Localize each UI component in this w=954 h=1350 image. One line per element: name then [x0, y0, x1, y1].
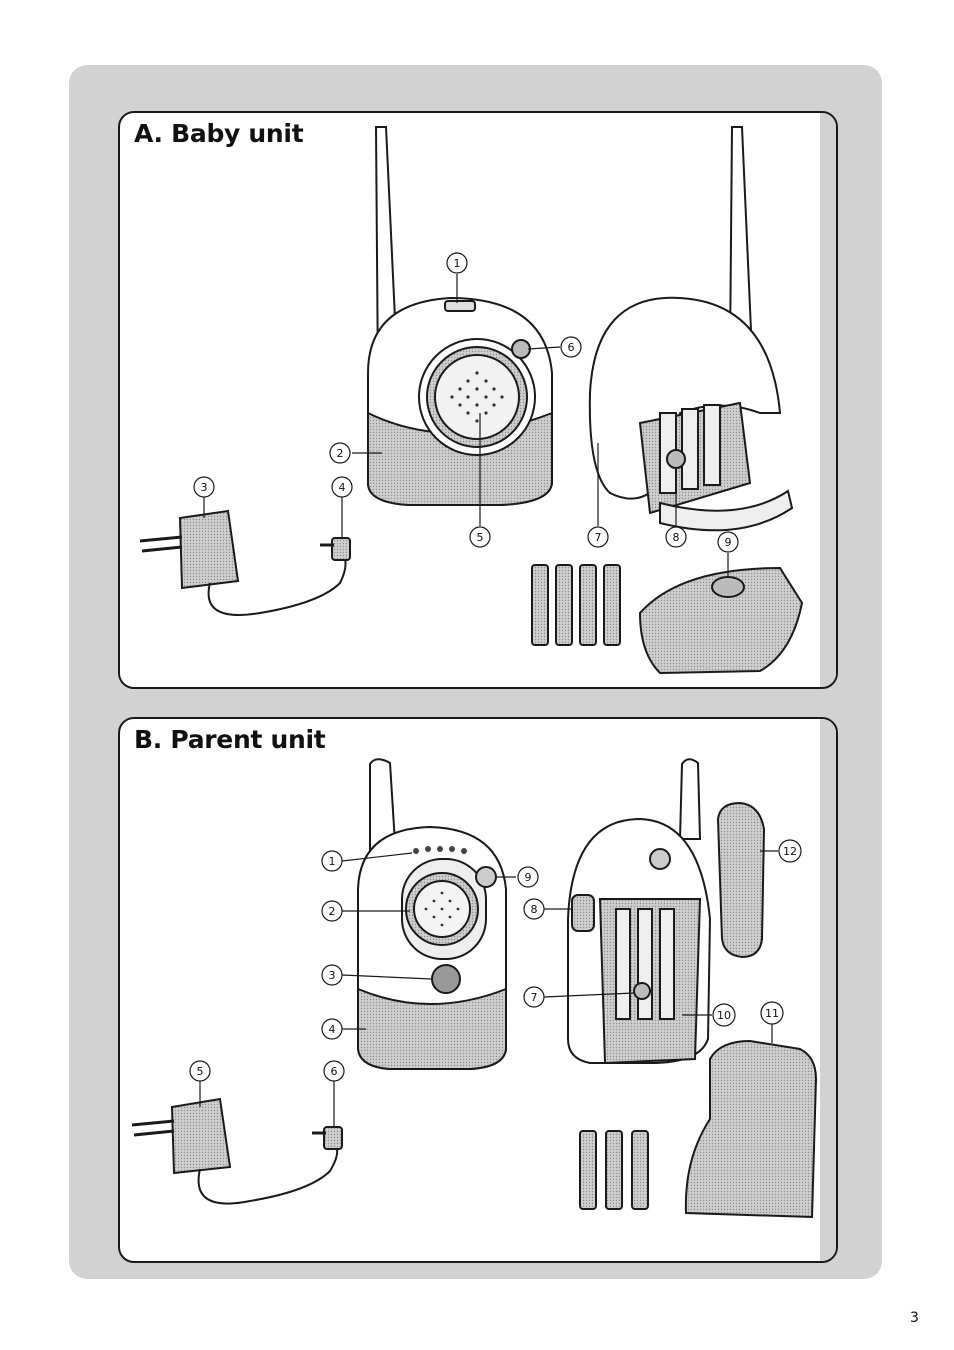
parent-unit-title: B. Parent unit	[134, 725, 326, 754]
battery-cover	[638, 566, 804, 675]
power-adapter-parent	[131, 1097, 343, 1205]
svg-text:2: 2	[337, 447, 344, 460]
parent-unit-rear	[567, 758, 712, 1065]
callout-1: 1	[446, 252, 468, 274]
callout-1: 1	[321, 850, 343, 872]
svg-text:4: 4	[339, 481, 346, 494]
svg-text:9: 9	[525, 871, 532, 884]
parent-unit-front	[357, 758, 507, 1070]
svg-text:1: 1	[454, 257, 461, 270]
callout-7: 7	[523, 986, 545, 1008]
callout-9: 9	[517, 866, 539, 888]
power-adapter	[139, 509, 351, 616]
callout-4: 4	[331, 476, 353, 498]
svg-text:3: 3	[201, 481, 208, 494]
svg-text:8: 8	[673, 531, 680, 544]
callout-leaders-parent	[199, 850, 778, 1127]
svg-text:5: 5	[477, 531, 484, 544]
callout-7: 7	[587, 526, 609, 548]
svg-text:10: 10	[717, 1009, 731, 1022]
callout-6: 6	[560, 336, 582, 358]
baby-unit-front	[367, 126, 553, 506]
callout-6: 6	[323, 1060, 345, 1082]
callout-2: 2	[321, 900, 343, 922]
callout-12: 12	[778, 839, 802, 863]
battery-cover-parent	[684, 1039, 818, 1219]
callout-3: 3	[193, 476, 215, 498]
svg-text:9: 9	[725, 536, 732, 549]
baby-unit-rear	[588, 126, 794, 532]
page-number: 3	[910, 1310, 919, 1326]
batteries	[531, 564, 621, 646]
speaker-grille	[450, 371, 504, 423]
svg-text:2: 2	[329, 905, 336, 918]
svg-text:7: 7	[531, 991, 538, 1004]
indicator-leds	[413, 846, 467, 854]
callout-8: 8	[665, 526, 687, 548]
svg-text:4: 4	[329, 1023, 336, 1036]
baby-unit-title: A. Baby unit	[134, 119, 304, 148]
callout-10: 10	[712, 1003, 736, 1027]
parent-unit-panel: B. Parent unit	[118, 717, 838, 1263]
callout-8: 8	[523, 898, 545, 920]
batteries-parent	[579, 1130, 649, 1210]
callout-11: 11	[760, 1001, 784, 1025]
svg-text:8: 8	[531, 903, 538, 916]
svg-text:12: 12	[783, 845, 797, 858]
svg-text:6: 6	[568, 341, 575, 354]
callout-leaders	[203, 274, 729, 577]
svg-text:1: 1	[329, 855, 336, 868]
callout-3: 3	[321, 964, 343, 986]
callout-9: 9	[717, 531, 739, 553]
svg-text:5: 5	[197, 1065, 204, 1078]
callouts: 1 2 3 4 5 6 7 8 9	[193, 252, 739, 553]
parent-unit-illustration: 1 2 3 4 5 6 7 8 9 10 11 12	[131, 719, 836, 1261]
callouts-parent: 1 2 3 4 5 6 7 8 9 10 11 12	[189, 839, 802, 1082]
callout-5: 5	[189, 1060, 211, 1082]
parent-speaker-grille	[424, 891, 460, 927]
svg-text:11: 11	[765, 1007, 779, 1020]
callout-5: 5	[469, 526, 491, 548]
callout-4: 4	[321, 1018, 343, 1040]
baby-unit-panel: A. Baby unit	[118, 111, 838, 689]
svg-text:6: 6	[331, 1065, 338, 1078]
belt-clip	[716, 801, 766, 959]
baby-unit-illustration: 1 2 3 4 5 6 7 8 9	[139, 113, 836, 687]
svg-text:7: 7	[595, 531, 602, 544]
callout-2: 2	[329, 442, 351, 464]
svg-text:3: 3	[329, 969, 336, 982]
